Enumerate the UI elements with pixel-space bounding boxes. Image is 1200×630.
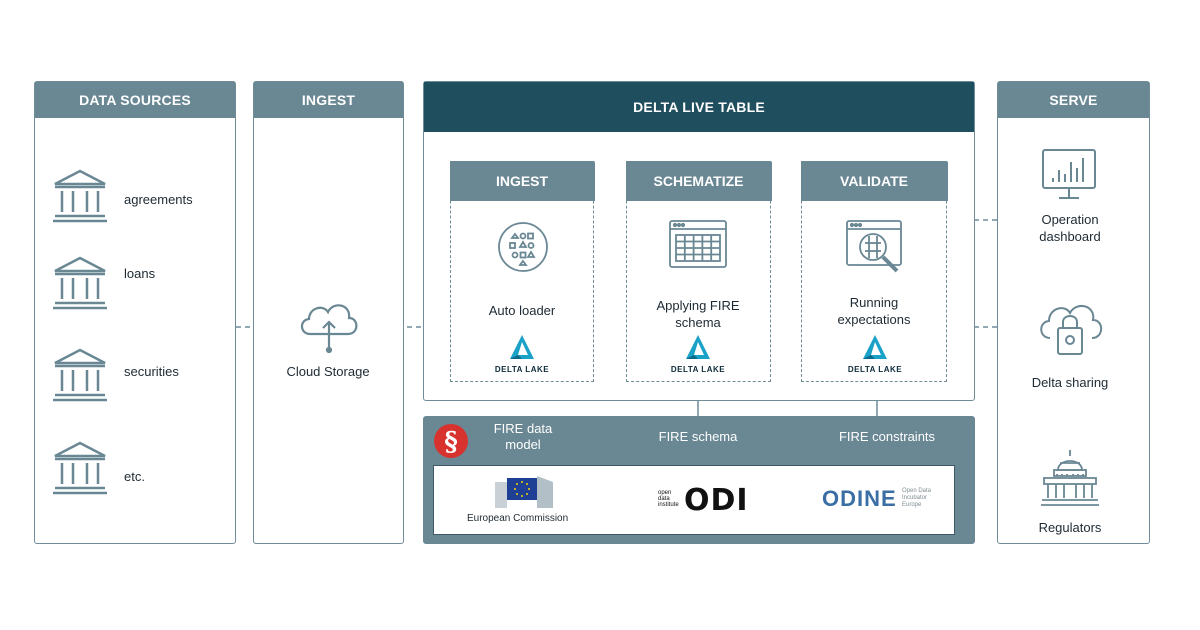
stage-ingest: INGEST bbox=[449, 160, 595, 382]
serve-panel: SERVE bbox=[997, 81, 1150, 544]
serve-label-sharing: Delta sharing bbox=[1031, 375, 1109, 390]
cloud-lock-icon bbox=[1036, 298, 1106, 362]
serve-label-regulators: Regulators bbox=[1038, 520, 1102, 535]
bank-icon bbox=[51, 347, 109, 403]
delta-lake-wordmark: DELTA LAKE bbox=[494, 365, 550, 374]
odine-logo-text: ODINE bbox=[822, 486, 897, 511]
data-sources-header: DATA SOURCES bbox=[35, 82, 235, 118]
delta-lake-wordmark: DELTA LAKE bbox=[847, 365, 903, 374]
bank-icon bbox=[51, 168, 109, 224]
odi-small-text: open data institute bbox=[658, 490, 679, 508]
bank-icon bbox=[51, 255, 109, 311]
section-sign-icon: § bbox=[433, 423, 469, 459]
stage-schematize-title: SCHEMATIZE bbox=[625, 160, 772, 201]
magnifier-window-icon bbox=[845, 219, 907, 281]
shapes-grid-icon bbox=[497, 221, 549, 273]
european-commission-text: European Commission bbox=[467, 513, 569, 524]
bank-icon bbox=[51, 440, 109, 496]
capitol-building-icon bbox=[1040, 448, 1100, 508]
delta-lake-logo-icon bbox=[508, 333, 536, 361]
fire-constraints-label: FIRE constraints bbox=[838, 429, 936, 444]
delta-lake-wordmark: DELTA LAKE bbox=[670, 365, 726, 374]
partner-logos-box bbox=[433, 465, 955, 535]
stage-validate-title: VALIDATE bbox=[800, 160, 948, 201]
table-window-icon bbox=[668, 219, 728, 269]
delta-lake-logo-icon bbox=[861, 333, 889, 361]
delta-live-table-header: DELTA LIVE TABLE bbox=[424, 82, 974, 132]
stage-schematize: SCHEMATIZE bbox=[625, 160, 772, 382]
monitor-chart-icon bbox=[1041, 148, 1099, 202]
source-label-securities: securities bbox=[124, 364, 179, 379]
odine-small-text: Open Data Incubator Europe bbox=[902, 488, 932, 508]
stage-validate: VALIDATE bbox=[800, 160, 948, 382]
source-label-agreements: agreements bbox=[124, 192, 193, 207]
cloud-storage-label: Cloud Storage bbox=[286, 364, 370, 379]
data-sources-panel: DATA SOURCES bbox=[34, 81, 236, 544]
odi-logo-text: ODI bbox=[684, 483, 749, 518]
fire-model-label: FIRE data model bbox=[493, 421, 553, 452]
serve-header: SERVE bbox=[998, 82, 1149, 118]
stage-validate-label: Running expectations bbox=[837, 295, 911, 327]
serve-label-dashboard: Operation dashboard bbox=[1039, 212, 1101, 244]
delta-lake-logo-icon bbox=[684, 333, 712, 361]
ingest-header: INGEST bbox=[254, 82, 403, 118]
cloud-upload-icon bbox=[296, 298, 362, 356]
stage-ingest-title: INGEST bbox=[449, 160, 595, 201]
fire-schema-label: FIRE schema bbox=[658, 429, 738, 444]
stage-schematize-label: Applying FIRE schema bbox=[656, 298, 740, 330]
source-label-etc: etc. bbox=[124, 469, 145, 484]
svg-text:§: § bbox=[444, 427, 458, 457]
european-commission-logo-icon bbox=[495, 474, 555, 508]
source-label-loans: loans bbox=[124, 266, 156, 281]
stage-ingest-label: Auto loader bbox=[488, 303, 556, 318]
